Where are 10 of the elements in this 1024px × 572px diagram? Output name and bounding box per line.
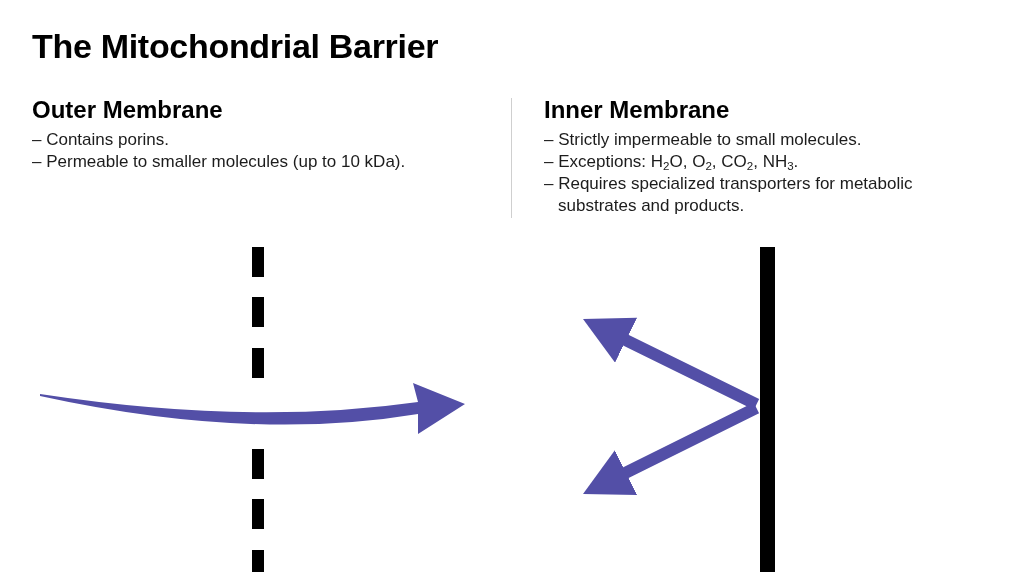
- bullet-item: – Requires specialized transporters for metabolic substrates and products.: [544, 173, 914, 217]
- bullet-item: – Permeable to smaller molecules (up to 10 kDa).: [32, 151, 406, 173]
- bullet-item: – Contains porins.: [32, 129, 170, 151]
- section-heading: Inner Membrane: [544, 96, 730, 124]
- bullet-item: – Strictly impermeable to small molecules.: [544, 129, 862, 151]
- membrane-bar: [760, 247, 775, 572]
- bullet-item: – Exceptions: H$_{2}$O, O$_{2}$, CO$_{2}$, NH$_{3}$.: [544, 151, 799, 173]
- slide-title: The Mitochondrial Barrier: [32, 26, 439, 66]
- dashed-membrane-line: [252, 247, 264, 572]
- section-heading: Outer Membrane: [32, 96, 223, 124]
